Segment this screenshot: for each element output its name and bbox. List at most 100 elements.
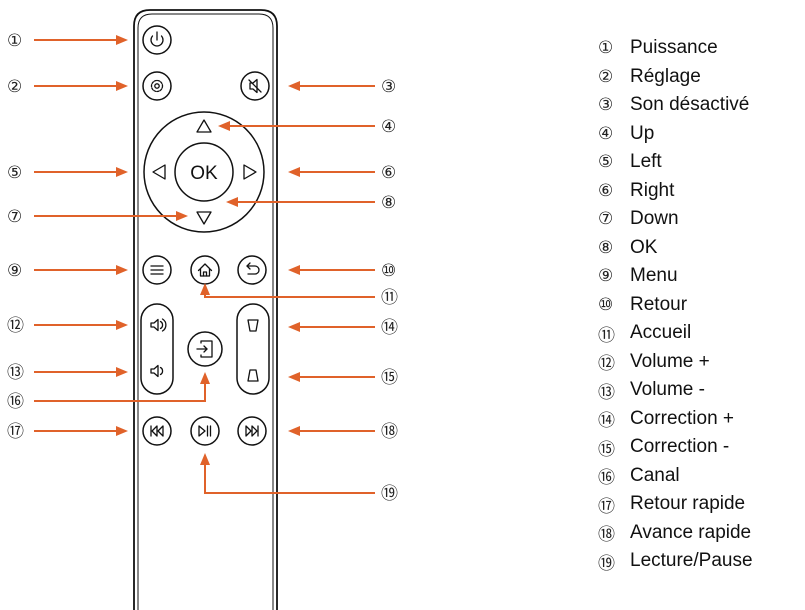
callout-number-2: ②	[7, 77, 22, 97]
legend-number: ⑬	[598, 382, 615, 403]
back-icon	[246, 262, 260, 275]
legend-label: Right	[630, 179, 675, 201]
input-source-icon	[196, 340, 213, 358]
legend-number: ⑲	[598, 553, 615, 574]
legend-item: ⑯ Canal	[598, 462, 805, 491]
callout-number-10: ⑩	[381, 261, 396, 281]
legend-label: Down	[630, 208, 679, 230]
legend-item: ③ Son désactivé	[598, 91, 805, 120]
power-button[interactable]	[142, 25, 172, 55]
legend-number: ②	[598, 66, 614, 87]
legend-label: Avance rapide	[630, 521, 752, 543]
keystone-plus-icon	[247, 319, 259, 332]
legend-item: ⑤ Left	[598, 148, 805, 177]
callout-number-5: ⑤	[7, 163, 22, 183]
callout-number-12: ⑫	[7, 316, 24, 336]
keystone-plus-button[interactable]	[247, 319, 259, 332]
input-source-button[interactable]	[187, 331, 223, 367]
legend-number: ⑥	[598, 180, 614, 201]
callout-number-14: ⑭	[381, 318, 398, 338]
volume-down-button[interactable]	[150, 364, 164, 378]
legend-number: ⑱	[598, 525, 615, 546]
callout-number-1: ①	[7, 31, 22, 51]
mute-icon	[248, 78, 262, 94]
settings-button[interactable]	[142, 71, 172, 101]
legend-number: ④	[598, 123, 614, 144]
fast-forward-button[interactable]	[237, 416, 267, 446]
menu-icon	[150, 265, 164, 275]
legend-number: ⑨	[598, 266, 614, 287]
legend-label: Puissance	[630, 37, 718, 59]
volume-up-button[interactable]	[150, 318, 167, 332]
up-button[interactable]	[196, 119, 212, 133]
legend-label: Menu	[630, 265, 678, 287]
legend-label: Correction -	[630, 436, 730, 458]
left-button[interactable]	[152, 164, 166, 180]
legend-number: ⑮	[598, 439, 615, 460]
legend-item: ⑨ Menu	[598, 262, 805, 291]
legend-label: Retour	[630, 293, 688, 315]
volume-down-icon	[150, 364, 164, 378]
legend-number: ⑰	[598, 496, 615, 517]
rewind-button[interactable]	[142, 416, 172, 446]
legend-item: ⑦ Down	[598, 205, 805, 234]
up-triangle-icon	[196, 119, 212, 133]
gear-icon	[150, 79, 164, 93]
play-pause-button[interactable]	[190, 416, 220, 446]
dpad: OK	[143, 111, 265, 233]
legend-number: ⑯	[598, 468, 615, 489]
legend-label: Son désactivé	[630, 94, 750, 116]
callout-number-13: ⑬	[7, 363, 24, 383]
legend-number: ⑤	[598, 152, 614, 173]
callout-number-11: ⑪	[381, 288, 398, 308]
legend-label: Volume -	[630, 379, 705, 401]
keystone-minus-icon	[247, 369, 259, 382]
callout-number-16: ⑯	[7, 392, 24, 412]
keystone-minus-button[interactable]	[247, 369, 259, 382]
back-button[interactable]	[237, 255, 267, 285]
legend-label: Réglage	[630, 65, 701, 87]
legend-item: ⑬ Volume -	[598, 376, 805, 405]
right-triangle-icon	[243, 164, 257, 180]
legend-label: Left	[630, 151, 662, 173]
callout-numbers: ① ② ③ ④ ⑤ ⑥ ⑦ ⑧ ⑨ ⑩ ⑪ ⑫ ⑬ ⑭ ⑮ ⑯ ⑰ ⑱ ⑲	[7, 31, 398, 504]
callout-number-7: ⑦	[7, 207, 22, 227]
callout-number-15: ⑮	[381, 368, 398, 388]
legend-number: ③	[598, 95, 614, 116]
legend-item: ⑩ Retour	[598, 291, 805, 320]
legend-number: ⑦	[598, 209, 614, 230]
menu-button[interactable]	[142, 255, 172, 285]
home-icon	[197, 263, 213, 277]
legend-number: ①	[598, 38, 614, 59]
callout-number-18: ⑱	[381, 422, 398, 442]
legend-number: ⑩	[598, 294, 614, 315]
callout-number-4: ④	[381, 117, 396, 137]
ok-button[interactable]: OK	[174, 142, 234, 202]
legend-number: ⑪	[598, 325, 615, 346]
home-button[interactable]	[190, 255, 220, 285]
legend-label: OK	[630, 236, 658, 258]
legend-item: ⑮ Correction -	[598, 433, 805, 462]
callout-number-17: ⑰	[7, 422, 24, 442]
callout-number-6: ⑥	[381, 163, 396, 183]
legend-label: Canal	[630, 464, 680, 486]
legend-label: Correction +	[630, 407, 735, 429]
volume-rocker	[140, 303, 174, 395]
callout-arrow-16	[34, 383, 206, 402]
power-icon	[150, 31, 164, 47]
down-triangle-icon	[196, 211, 212, 225]
mute-button[interactable]	[240, 71, 270, 101]
down-button[interactable]	[196, 211, 212, 225]
legend-item: ⑥ Right	[598, 177, 805, 206]
legend-label: Retour rapide	[630, 493, 746, 515]
rewind-icon	[150, 425, 164, 437]
ok-label: OK	[190, 163, 218, 184]
legend-item: ⑱ Avance rapide	[598, 519, 805, 548]
right-button[interactable]	[243, 164, 257, 180]
legend-item: ① Puissance	[598, 34, 805, 63]
